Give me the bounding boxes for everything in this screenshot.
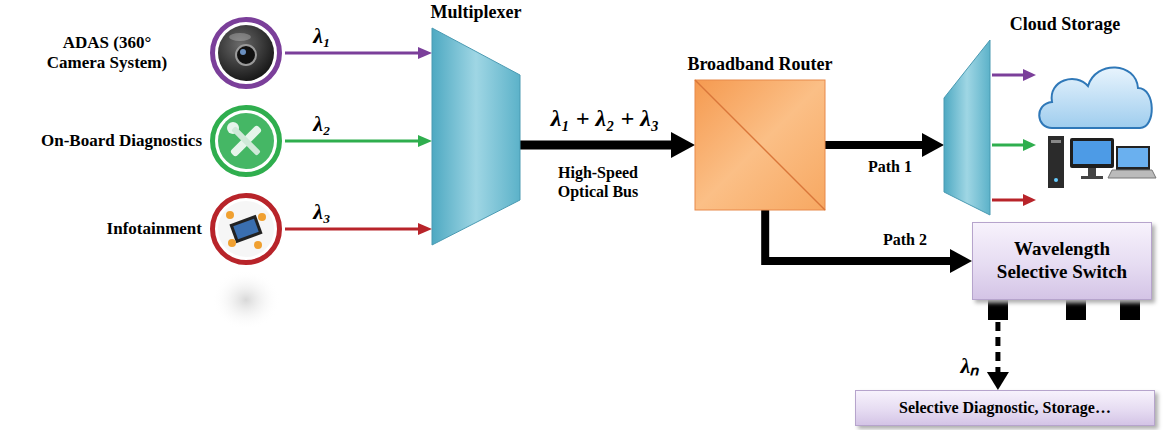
multiplexer: Multiplexer: [432, 28, 520, 245]
cloud-symbol: [1039, 67, 1152, 128]
edge-label: λₙ: [961, 353, 980, 379]
multiplexer-shape: [432, 28, 520, 245]
connector-line: [285, 140, 419, 143]
router-diagonal: [695, 80, 825, 210]
connector-line: [765, 210, 951, 261]
broadband-router: Broadband Router: [695, 80, 825, 210]
connector: [825, 133, 944, 157]
infotainment-icon: Infotainment: [210, 193, 282, 265]
camera-icon-outline: [210, 17, 282, 89]
node-label: Cloud Storage: [1010, 14, 1121, 36]
diagnostics-icon-outline: [210, 105, 282, 177]
tower-drive: [1051, 140, 1061, 143]
connector: [285, 47, 432, 59]
output-line: [992, 199, 1024, 202]
switch-port: [1120, 300, 1140, 320]
camera-highlight: [229, 33, 251, 41]
camera-lens: [236, 45, 256, 65]
arrowhead: [950, 249, 972, 273]
connector-line: [520, 141, 672, 150]
monitor-stand: [1088, 168, 1096, 176]
edge-label: λ₁: [313, 23, 330, 49]
media-dot: [226, 211, 234, 219]
diagnostics-disc: [218, 113, 274, 169]
edge-label: λ₂: [313, 111, 330, 137]
tower-led: [1054, 178, 1058, 182]
edge-label: Path 2: [883, 230, 927, 249]
arrowhead: [418, 223, 432, 235]
laptop-lid: [1116, 146, 1150, 170]
icon-reflection: [212, 270, 280, 330]
demultiplexer-shape: [944, 40, 990, 215]
arrowhead: [418, 47, 432, 59]
node-label: Selective Diagnostic, Storage…: [899, 398, 1111, 417]
camera-body: [218, 25, 274, 81]
edge-label: Path 1: [868, 157, 912, 176]
monitor-frame: [1070, 138, 1114, 168]
node-label: Multiplexer: [431, 2, 522, 24]
edge-label: λ₃: [313, 199, 330, 225]
connector: [520, 132, 695, 158]
media-dot: [258, 213, 266, 221]
switch-port: [988, 300, 1008, 320]
monitor-base: [1081, 176, 1103, 179]
connector: [765, 210, 972, 273]
node-label: ADAS (360° Camera System): [12, 33, 202, 74]
connector-line: [285, 52, 419, 55]
laptop-screen: [1118, 148, 1148, 167]
lens-glint: [240, 49, 246, 55]
node-label: Infotainment: [12, 219, 202, 239]
node-label: On-Board Diagnostics: [12, 131, 202, 151]
connector-line: [995, 322, 1000, 373]
device-screen: [233, 219, 258, 240]
connector-line: [285, 228, 419, 231]
output-arrowhead: [1023, 139, 1036, 151]
infotainment-icon-outline: [210, 193, 282, 265]
connector: [987, 322, 1009, 390]
arrowhead: [671, 132, 695, 158]
output-arrowhead: [1023, 69, 1036, 81]
tower-computer: [1048, 136, 1064, 188]
output-arrowhead: [1023, 194, 1036, 206]
wrench-symbol: [230, 125, 263, 158]
media-dot: [228, 239, 236, 247]
cloud-storage-outline: [944, 40, 1158, 215]
monitor-screen: [1073, 141, 1111, 164]
router-shape: [695, 80, 825, 210]
arrowhead: [922, 133, 944, 157]
icon-ring: [213, 196, 280, 263]
camera-icon: ADAS (360° Camera System): [210, 17, 282, 89]
wavelength-selective-switch: Wavelength Selective Switch: [972, 222, 1152, 300]
media-dot: [254, 241, 262, 249]
infotainment-disc: [218, 201, 274, 257]
connector-line: [825, 141, 923, 149]
arrowhead: [418, 135, 432, 147]
connector: [285, 135, 432, 147]
node-label: Wavelength Selective Switch: [981, 238, 1143, 284]
diagnostics-icon: On-Board Diagnostics: [210, 105, 282, 177]
connector: [285, 223, 432, 235]
broadband-router-outline: [695, 80, 825, 210]
laptop-base: [1108, 170, 1156, 178]
output-box: Selective Diagnostic, Storage…: [855, 390, 1155, 426]
icon-ring: [213, 108, 280, 175]
output-line: [992, 74, 1024, 77]
screwdriver-symbol: [231, 126, 261, 156]
bus-caption: High-Speed Optical Bus: [533, 163, 663, 201]
switch-port: [1066, 300, 1086, 320]
icon-ring: [213, 20, 280, 87]
arrowhead: [987, 372, 1009, 390]
cloud-storage: Cloud Storage: [944, 40, 1158, 215]
screen-device: [229, 215, 262, 243]
edge-label: λ₁ + λ₂ + λ₃: [551, 104, 659, 133]
output-line: [992, 144, 1024, 147]
multiplexer-outline: [432, 28, 520, 245]
node-label: Broadband Router: [687, 54, 832, 76]
